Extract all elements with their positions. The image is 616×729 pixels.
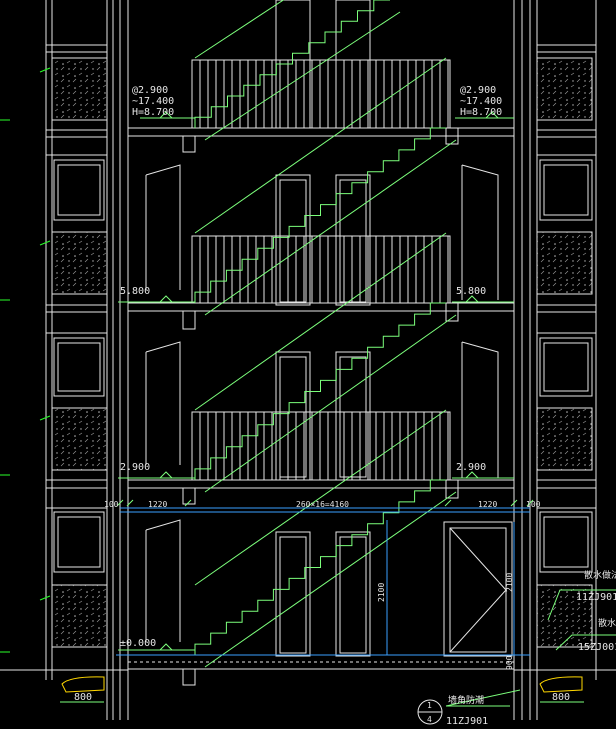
dimension-lines bbox=[116, 507, 530, 656]
level-5800-right: 5.800 bbox=[456, 286, 486, 297]
masonry-panels bbox=[51, 57, 593, 648]
callout-2-title: 散水 bbox=[598, 617, 616, 629]
top-level-right-line3: H=8.700 bbox=[460, 107, 502, 118]
level-5800-left: 5.800 bbox=[120, 286, 150, 297]
top-level-left-line2: ~17.400 bbox=[132, 96, 174, 107]
callout-2-code: 15ZJ001 bbox=[578, 642, 616, 653]
stair-flight-1-soffit bbox=[204, 491, 457, 668]
dimension-ticks bbox=[116, 499, 534, 507]
dim-steps: 260×16=4160 bbox=[296, 500, 349, 509]
grid-markers bbox=[0, 67, 51, 653]
dim-1220-left: 1220 bbox=[148, 500, 167, 509]
detail-number: 1 bbox=[427, 701, 432, 710]
level-2900-right: 2.900 bbox=[456, 462, 486, 473]
dim-100-right: 100 bbox=[526, 500, 541, 509]
level-markers bbox=[118, 111, 514, 651]
ground-apron bbox=[0, 669, 616, 703]
railing-low bbox=[191, 411, 451, 481]
side-openings bbox=[145, 164, 499, 642]
stair-flight-3-soffit bbox=[204, 139, 457, 316]
callout-1-code: 11ZJ901 bbox=[576, 592, 616, 603]
stair-railings bbox=[191, 59, 451, 481]
callout-1-title: 散水做法 bbox=[584, 569, 616, 581]
stair-flight-1-handrail bbox=[194, 409, 447, 586]
dim-800-right: 800 bbox=[552, 692, 570, 703]
dim-2100-center: 2100 bbox=[377, 583, 386, 602]
stair-flight-4-handrail bbox=[194, 0, 285, 59]
railing-mid bbox=[191, 235, 451, 304]
top-level-left-line3: H=8.700 bbox=[132, 107, 174, 118]
window-frames bbox=[53, 159, 593, 573]
stair-flight-1 bbox=[194, 479, 446, 655]
dim-800-left: 800 bbox=[74, 692, 92, 703]
detail-sheet: 4 bbox=[427, 715, 432, 724]
stair-flight-3 bbox=[194, 127, 446, 303]
stair-flight-2-soffit bbox=[204, 314, 457, 493]
landing-beams bbox=[182, 127, 459, 686]
level-0000: ±0.000 bbox=[120, 638, 156, 649]
dim-100-left: 100 bbox=[104, 500, 119, 509]
dim-2100-door: 2100 bbox=[505, 573, 514, 592]
callout-leaders bbox=[417, 589, 616, 725]
dim-900: 900 bbox=[505, 655, 514, 670]
detail-title: 墙角防潮 bbox=[448, 694, 484, 706]
brick-courses bbox=[46, 44, 596, 509]
railing-top bbox=[191, 59, 451, 129]
top-level-right-line1: @2.900 bbox=[460, 85, 496, 96]
stair-flight-2 bbox=[194, 302, 446, 480]
level-2900-left: 2.900 bbox=[120, 462, 150, 473]
top-level-right-line2: ~17.400 bbox=[460, 96, 502, 107]
detail-code: 11ZJ901 bbox=[446, 716, 488, 727]
stair-flights bbox=[194, 0, 457, 668]
top-level-left-line1: @2.900 bbox=[132, 85, 168, 96]
stair-flight-2-handrail bbox=[194, 232, 447, 411]
stair-flight-3-handrail bbox=[194, 57, 447, 234]
stair-flight-4 bbox=[194, 0, 390, 128]
stair-flight-4-soffit bbox=[204, 11, 401, 141]
dim-1220-right: 1220 bbox=[478, 500, 497, 509]
